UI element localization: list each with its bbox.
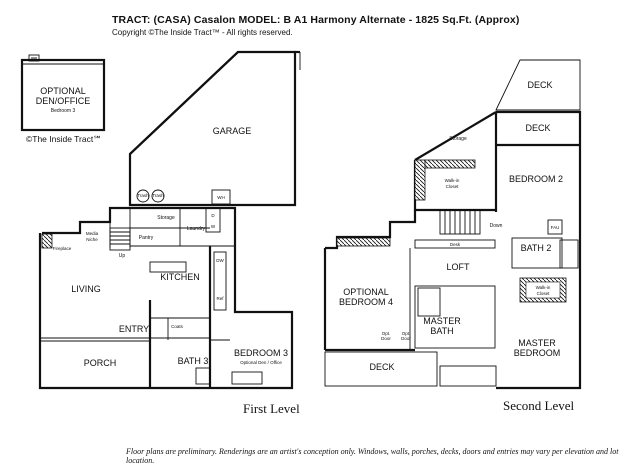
washer-label: W [211,224,216,229]
deck-mid-label: DECK [525,123,550,133]
walkin-label-2: Walk-in [536,285,551,290]
opt-door-label: Opt. [382,331,391,336]
laundry-label: Laundry [187,226,206,232]
master-bath-label-2: BATH [430,326,453,336]
storage-label-2: Storage [449,136,467,142]
trash-label-2: Trash [152,193,164,198]
watermark-text: ©The Inside Tract℠ [26,134,102,144]
water-heater-label: WH [217,195,225,200]
master-bed-label: MASTER [518,338,556,348]
deck-top-label: DECK [527,80,552,90]
dryer-label: D [211,213,215,218]
second-level-stairs [439,209,481,235]
media-label: Media [86,231,99,236]
trash-label-1: Trash [137,193,149,198]
closet-label-2: Closet [537,291,551,296]
opt-door-label-2: Door [381,336,391,341]
garage-label: GARAGE [213,126,252,136]
optional-den-plan: OPTIONAL DEN/OFFICE Bedroom 3 [20,54,106,132]
second-level-caption: Second Level [503,398,575,413]
copyright-line: Copyright ©The Inside Tract™ - All right… [112,28,293,37]
niche-label: Niche [86,237,98,242]
optional-den-label: OPTIONAL [40,86,86,96]
fireplace-label: Fireplace [53,246,72,251]
bath3-label: BATH 3 [178,356,209,366]
plan-header: TRACT: (CASA) Casalon MODEL: B A1 Harmon… [112,14,519,37]
opt-bed4-label: OPTIONAL [343,287,389,297]
master-bath-label: MASTER [423,316,461,326]
disclaimer-footer: Floor plans are preliminary. Renderings … [126,447,619,465]
walkin-label: Walk-in [445,178,460,183]
opt-bed4-label-2: BEDROOM 4 [339,297,393,307]
bath2-label: BATH 2 [521,243,552,253]
loft-label: LOFT [446,262,470,272]
storage-label: Storage [157,215,175,221]
up-label: Up [119,253,126,259]
optional-den-sub-label: Bedroom 3 [51,108,76,114]
coats-label: Coats [171,324,184,329]
deck-bottom-label: DECK [369,362,394,372]
first-level-caption: First Level [243,401,300,416]
porch-label: PORCH [84,358,117,368]
bedroom3-sub-label: Optional Den / Office [240,360,282,365]
closet-label: Closet [446,184,460,189]
master-bed-label-2: BEDROOM [514,348,561,358]
bedroom3-label: BEDROOM 3 [234,348,288,358]
plan-title: TRACT: (CASA) Casalon MODEL: B A1 Harmon… [112,14,520,26]
entry-label: ENTRY [119,324,149,334]
second-level-plan: DECK DECK Storage Walk-in Closet BEDROOM… [323,59,582,390]
opt-door-b-label-2: Door [401,336,411,341]
living-label: LIVING [71,284,101,294]
desk-label: Desk [450,242,461,247]
fau-label: FAU [551,225,560,230]
refrigerator-label: Ref [216,296,224,301]
pantry-label: Pantry [139,235,154,241]
down-label: Down [490,223,503,229]
kitchen-label: KITCHEN [160,272,200,282]
optional-den-label-2: DEN/OFFICE [36,96,91,106]
dishwasher-label: DW [216,258,224,263]
first-level-plan: GARAGE Trash Trash WH Storage Laundry Pa… [38,50,301,390]
bedroom2-label: BEDROOM 2 [509,174,563,184]
opt-door-b-label: Opt. [402,331,411,336]
first-level-stairs [109,227,131,251]
